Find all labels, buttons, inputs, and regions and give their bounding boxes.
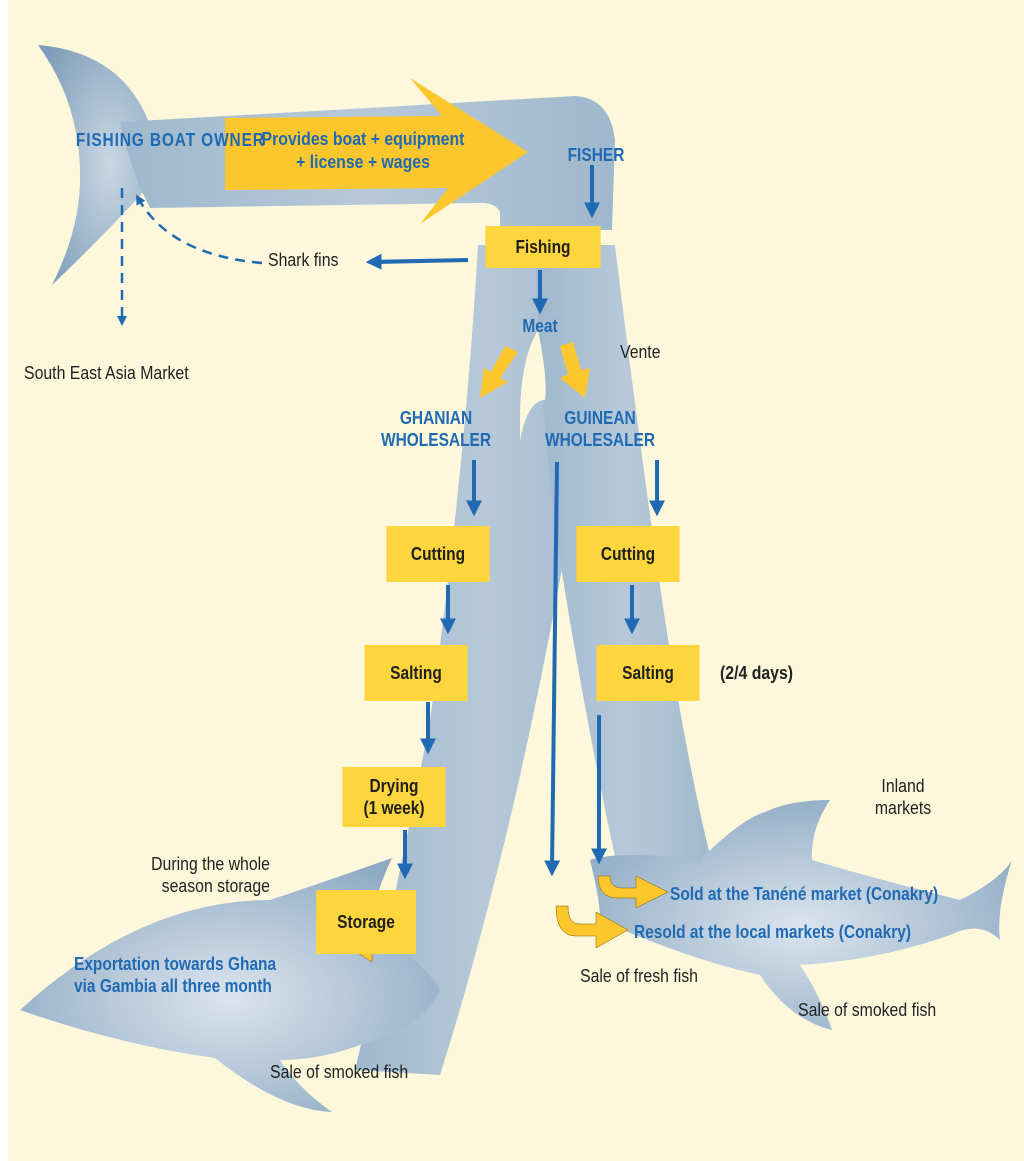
season-storage-label: During the whole season storage (85, 854, 270, 897)
fisher-label: FISHER (562, 145, 631, 167)
shark-fins-label: Shark fins (268, 250, 338, 272)
season-storage-line-1: During the whole (85, 854, 270, 876)
banner-line-1: Provides boat + equipment (248, 128, 479, 151)
sold-tanene-label: Sold at the Tanéné market (Conakry) (670, 884, 938, 906)
guinea-cutting-step: Cutting (576, 526, 679, 582)
sale-smoked-fish-left-label: Sale of smoked fish (270, 1062, 408, 1084)
export-line-1: Exportation towards Ghana (74, 954, 298, 976)
ghana-salting-step: Salting (364, 645, 467, 701)
fishing-step: Fishing (485, 226, 600, 268)
inland-line-1: Inland (863, 776, 942, 798)
ghana-storage-step: Storage (316, 890, 416, 954)
fishing-boat-owner-label: FISHING BOAT OWNER (76, 130, 222, 152)
guinean-wholesaler-label: GUINEAN WHOLESALER (540, 408, 660, 451)
inland-markets-label: Inland markets (863, 776, 942, 819)
guinean-line-1: GUINEAN (540, 408, 660, 430)
export-label: Exportation towards Ghana via Gambia all… (74, 954, 298, 997)
drying-line-2: (1 week) (363, 797, 424, 820)
resold-local-label: Resold at the local markets (Conakry) (634, 922, 911, 944)
south-east-asia-market-label: South East Asia Market (24, 363, 189, 385)
meat-label: Meat (511, 316, 569, 338)
vente-label: Vente (620, 342, 661, 364)
fishing-to-shark-fins-arrow (372, 260, 468, 262)
salting-duration-label: (2/4 days) (720, 663, 793, 685)
inland-line-2: markets (863, 798, 942, 820)
sale-fresh-fish-label: Sale of fresh fish (580, 966, 698, 988)
export-line-2: via Gambia all three month (74, 976, 298, 998)
drying-line-1: Drying (369, 775, 418, 798)
ghanian-wholesaler-label: GHANIAN WHOLESALER (376, 408, 496, 451)
banner-line-2: + license + wages (248, 151, 479, 174)
banner-text: Provides boat + equipment + license + wa… (248, 128, 479, 175)
season-storage-line-2: season storage (85, 876, 270, 898)
guinean-line-2: WHOLESALER (540, 430, 660, 452)
ghanian-line-1: GHANIAN (376, 408, 496, 430)
ghana-cutting-step: Cutting (386, 526, 489, 582)
sale-smoked-fish-right-label: Sale of smoked fish (798, 1000, 936, 1022)
guinea-salting-step: Salting (596, 645, 699, 701)
ghana-drying-step: Drying (1 week) (342, 767, 445, 827)
ghanian-line-2: WHOLESALER (376, 430, 496, 452)
